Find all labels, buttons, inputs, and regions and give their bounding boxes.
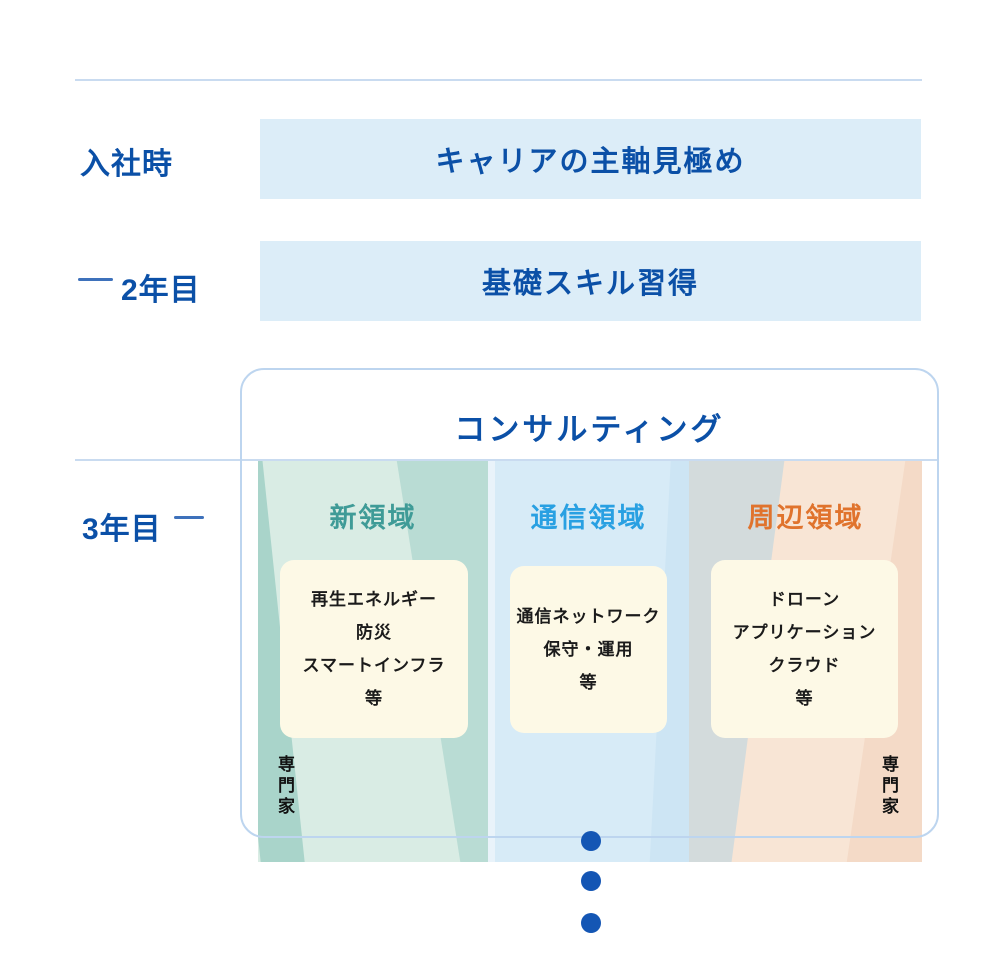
- card-new-domain-item: 等: [365, 689, 383, 708]
- card-peripheral-item: クラウド: [768, 656, 841, 675]
- expert-label-left: 専門家: [275, 755, 294, 818]
- year-label-2: 2年目: [121, 274, 201, 307]
- continuation-dot: [581, 831, 601, 851]
- column-telecom-left-sliver: [488, 461, 495, 862]
- card-peripheral-item: ドローン: [768, 590, 841, 609]
- card-new-domain-item: スマートインフラ: [302, 656, 446, 675]
- expert-label-right: 専門家: [879, 755, 898, 818]
- card-telecom: 通信ネットワーク 保守・運用 等: [510, 566, 667, 733]
- column-header-telecom: 通信領域: [530, 503, 647, 533]
- card-peripheral-item: アプリケーション: [732, 623, 877, 642]
- continuation-dot: [581, 871, 601, 891]
- phase-box-career-axis: キャリアの主軸見極め: [260, 119, 921, 199]
- phase-box-career-axis-text: キャリアの主軸見極め: [435, 146, 746, 178]
- phase-box-basic-skills: 基礎スキル習得: [260, 241, 921, 321]
- top-guide-line: [75, 79, 922, 81]
- card-peripheral: ドローン アプリケーション クラウド 等: [711, 560, 898, 738]
- year-2-tick: [78, 278, 113, 281]
- card-telecom-item: 通信ネットワーク: [516, 607, 661, 626]
- column-header-peripheral: 周辺領域: [747, 503, 864, 533]
- middle-guide-line: [75, 459, 939, 461]
- continuation-dot: [581, 913, 601, 933]
- card-peripheral-item: 等: [795, 689, 814, 708]
- card-new-domain-item: 防災: [356, 623, 392, 642]
- card-telecom-item: 等: [579, 673, 598, 692]
- year-3-tick: [174, 516, 204, 519]
- card-new-domain: 再生エネルギー 防災 スマートインフラ 等: [280, 560, 468, 738]
- card-new-domain-item: 再生エネルギー: [311, 590, 437, 609]
- phase-box-basic-skills-text: 基礎スキル習得: [481, 268, 699, 300]
- card-telecom-item: 保守・運用: [543, 640, 634, 659]
- year-label-joining: 入社時: [80, 148, 173, 181]
- consulting-title: コンサルティング: [454, 412, 725, 447]
- year-label-3: 3年目: [82, 513, 162, 546]
- column-header-new-domain: 新領域: [329, 503, 417, 533]
